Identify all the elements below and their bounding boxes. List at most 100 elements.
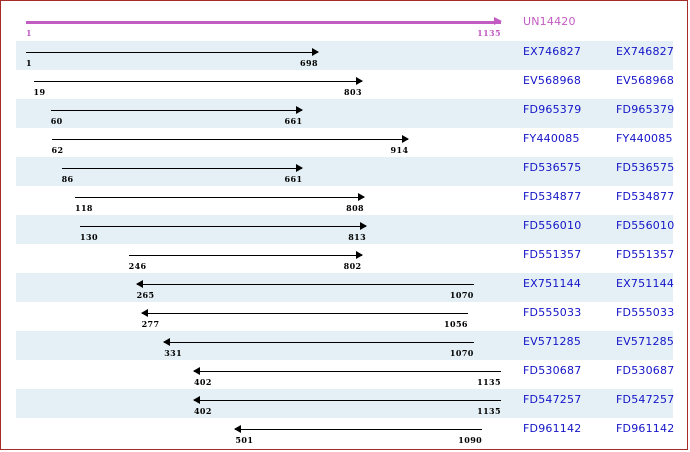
query-label[interactable]: UN14420 (523, 15, 576, 28)
arrow-left-icon (163, 338, 171, 346)
hit-accession-link[interactable]: FD965379 (523, 103, 582, 116)
hit-start-coord: 1 (26, 58, 32, 68)
alignment-bar[interactable] (140, 309, 468, 317)
alignment-row[interactable]: 86 661 FD536575 FD536575 (16, 157, 675, 186)
hit-description-link[interactable]: EX746827 (616, 45, 675, 58)
alignment-bar[interactable] (128, 251, 363, 259)
query-end-coord: 1135 (477, 28, 501, 38)
hit-end-coord: 1070 (449, 348, 474, 358)
alignment-bar[interactable] (135, 280, 474, 288)
alignment-bar[interactable] (234, 425, 483, 433)
hit-start-coord: 246 (128, 261, 147, 271)
hit-end-coord: 698 (300, 58, 318, 68)
hit-accession-link[interactable]: FD551357 (523, 248, 582, 261)
hit-description-link[interactable]: FD534877 (616, 190, 675, 203)
hit-end-coord: 661 (284, 116, 303, 126)
arrow-right-icon (355, 251, 363, 259)
arrow-right-icon (296, 106, 304, 114)
arrow-left-icon (192, 367, 200, 375)
hit-description-link[interactable]: FD965379 (616, 103, 675, 116)
hit-start-coord: 402 (193, 406, 212, 416)
alignment-bar[interactable] (26, 17, 502, 25)
hit-description-link[interactable]: FY440085 (616, 132, 673, 145)
hit-end-coord: 661 (284, 174, 303, 184)
hit-description-link[interactable]: FD536575 (616, 161, 675, 174)
hit-start-coord: 62 (51, 145, 64, 155)
alignment-row[interactable]: 130 813 FD556010 FD556010 (16, 215, 675, 244)
hit-accession-link[interactable]: FD536575 (523, 161, 582, 174)
arrow-right-icon (311, 48, 319, 56)
hit-description-link[interactable]: FD556010 (616, 219, 675, 232)
alignment-bar[interactable] (61, 164, 304, 172)
hit-start-coord: 277 (141, 319, 160, 329)
hit-accession-link[interactable]: FD530687 (523, 364, 582, 377)
alignment-row[interactable]: 1 698 EX746827 EX746827 (16, 41, 675, 70)
hit-accession-link[interactable]: EV568968 (523, 74, 582, 87)
alignment-row[interactable]: 331 1070 EV571285 EV571285 (16, 331, 675, 360)
hit-start-coord: 130 (80, 232, 98, 242)
alignment-bar[interactable] (51, 135, 410, 143)
hit-accession-link[interactable]: FD556010 (523, 219, 582, 232)
hit-start-coord: 118 (75, 203, 93, 213)
hit-start-coord: 501 (235, 435, 254, 445)
arrow-left-icon (140, 309, 148, 317)
hit-end-coord: 914 (390, 145, 409, 155)
hit-description-link[interactable]: FD961142 (616, 422, 675, 435)
hit-description-link[interactable]: FD551357 (616, 248, 675, 261)
alignment-row[interactable]: 501 1090 FD961142 FD961142 (16, 418, 675, 447)
alignment-bar[interactable] (75, 193, 366, 201)
hit-accession-link[interactable]: EX746827 (523, 45, 582, 58)
query-row: 1 1135 UN14420 (16, 11, 673, 40)
hit-start-coord: 19 (33, 87, 46, 97)
query-start-coord: 1 (26, 28, 32, 38)
alignment-bar[interactable] (80, 222, 368, 230)
hit-accession-link[interactable]: FD555033 (523, 306, 582, 319)
hit-description-link[interactable]: FD530687 (616, 364, 675, 377)
hit-accession-link[interactable]: FY440085 (523, 132, 580, 145)
alignment-row[interactable]: 62 914 FY440085 FY440085 (16, 128, 673, 157)
hit-end-coord: 1090 (458, 435, 483, 445)
arrow-left-icon (192, 396, 200, 404)
alignment-row[interactable]: 118 808 FD534877 FD534877 (16, 186, 675, 215)
hit-start-coord: 86 (61, 174, 74, 184)
alignment-bar[interactable] (163, 338, 474, 346)
hit-start-coord: 265 (136, 290, 155, 300)
hit-accession-link[interactable]: FD534877 (523, 190, 582, 203)
hit-end-coord: 808 (346, 203, 365, 213)
alignment-bar[interactable] (192, 367, 501, 375)
arrow-left-icon (135, 280, 143, 288)
arrow-right-icon (296, 164, 304, 172)
hit-end-coord: 813 (348, 232, 367, 242)
hit-description-link[interactable]: FD555033 (616, 306, 675, 319)
arrow-right-icon (358, 193, 366, 201)
alignment-bar[interactable] (50, 106, 304, 114)
arrow-right-icon (355, 77, 363, 85)
hit-description-link[interactable]: EV568968 (616, 74, 675, 87)
hit-accession-link[interactable]: FD547257 (523, 393, 582, 406)
hit-start-coord: 331 (164, 348, 183, 358)
hit-description-link[interactable]: EX751144 (616, 277, 675, 290)
alignment-row[interactable]: 402 1135 FD547257 FD547257 (16, 389, 675, 418)
hit-accession-link[interactable]: EV571285 (523, 335, 582, 348)
hit-start-coord: 402 (193, 377, 212, 387)
alignment-bar[interactable] (192, 396, 501, 404)
hit-accession-link[interactable]: FD961142 (523, 422, 582, 435)
alignment-bar[interactable] (33, 77, 363, 85)
arrow-right-icon (402, 135, 410, 143)
hit-accession-link[interactable]: EX751144 (523, 277, 582, 290)
hit-description-link[interactable]: FD547257 (616, 393, 675, 406)
arrow-right-icon (360, 222, 368, 230)
hit-end-coord: 1135 (477, 406, 501, 416)
alignment-row[interactable]: 246 802 FD551357 FD551357 (16, 244, 675, 273)
hit-end-coord: 802 (343, 261, 362, 271)
hit-description-link[interactable]: EV571285 (616, 335, 675, 348)
alignment-row[interactable]: 19 803 EV568968 EV568968 (16, 70, 675, 99)
alignment-bar[interactable] (26, 48, 319, 56)
arrow-left-icon (234, 425, 242, 433)
hit-end-coord: 803 (344, 87, 362, 97)
